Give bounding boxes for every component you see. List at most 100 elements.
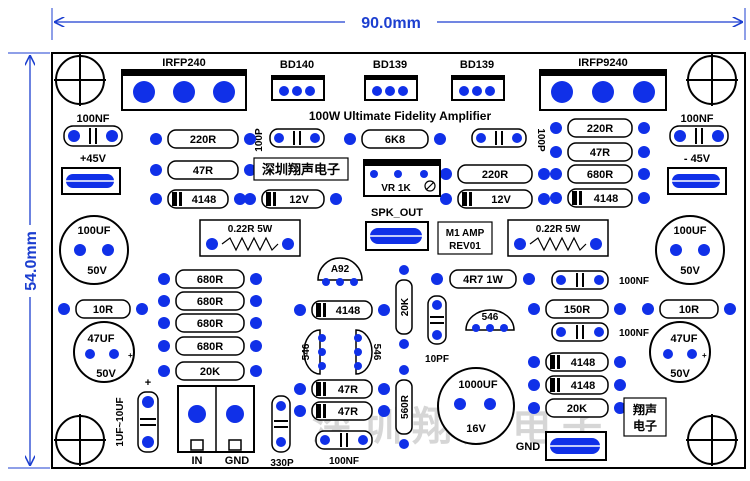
component-body xyxy=(567,188,633,208)
pad xyxy=(614,356,626,368)
component-label: 4148 xyxy=(336,305,360,317)
resistor-9: 680R xyxy=(550,164,650,184)
resistor-13: 680R xyxy=(158,313,262,333)
pad xyxy=(528,379,540,391)
t546-mid: 546 xyxy=(354,329,382,375)
pad xyxy=(158,295,170,307)
component-label: 4148 xyxy=(192,194,216,206)
cap-100nf-right-label: 100NF xyxy=(680,113,713,125)
diode-23: 47R xyxy=(294,379,390,399)
component-body xyxy=(545,299,609,319)
pad xyxy=(440,168,452,180)
r-560r-vertical: 560R xyxy=(395,365,413,449)
pad xyxy=(550,168,562,180)
label-100p-left: 100P xyxy=(254,128,265,152)
component-label: 680R xyxy=(197,296,223,308)
pad xyxy=(150,164,162,176)
r-560r-vertical-label: 560R xyxy=(400,394,411,419)
svg-text:+: + xyxy=(128,351,133,360)
pad xyxy=(250,295,262,307)
cap-1000uf-value: 1000UF xyxy=(458,379,497,391)
cap-100nf-mid2-label: 100NF xyxy=(619,328,649,339)
right-supply: 100NF - 45V xyxy=(667,113,729,195)
bd139-a-label: BD139 xyxy=(373,59,407,71)
pad xyxy=(538,193,550,205)
diode-3: 12V xyxy=(244,189,342,209)
spk-out: SPK_OUT xyxy=(365,207,429,251)
component-body xyxy=(175,291,245,311)
pad xyxy=(614,303,626,315)
component-body xyxy=(175,361,245,381)
cathode-band xyxy=(179,192,182,206)
component-body xyxy=(545,398,609,418)
cathode-band xyxy=(462,192,467,206)
cap-100nf-left-label: 100NF xyxy=(76,113,109,125)
component-body xyxy=(167,160,239,180)
brand-box: 深圳翔声电子 xyxy=(253,157,349,181)
diode-10: 4148 xyxy=(550,188,650,208)
pad xyxy=(550,122,562,134)
emitter-resistor-left: 0.22R 5W xyxy=(199,219,301,257)
pad xyxy=(378,304,390,316)
pad xyxy=(294,304,306,316)
emitter-left-label: 0.22R 5W xyxy=(228,224,273,235)
width-label: 90.0mm xyxy=(361,15,421,32)
cap-10pf: 10PF xyxy=(425,295,449,365)
a92-transistor: A92 xyxy=(317,257,363,286)
irfp9240-footprint: IRFP9240 xyxy=(539,57,667,111)
cap-100uf-left-volt: 50V xyxy=(87,265,107,277)
board-title: 100W Ultimate Fidelity Amplifier xyxy=(309,109,492,123)
irfp240-label: IRFP240 xyxy=(162,57,205,69)
cathode-band xyxy=(273,192,276,206)
component-label: 220R xyxy=(190,134,216,146)
component-label: 10R xyxy=(679,304,699,316)
spk-out-label: SPK_OUT xyxy=(371,207,423,219)
height-dimension: 54.0mm xyxy=(8,52,50,469)
pad xyxy=(136,303,148,315)
component-label: 4148 xyxy=(571,380,595,392)
bd140-footprint: BD140 xyxy=(271,59,325,101)
resistor-22: 20K xyxy=(528,398,626,418)
cap-100nf-mid: 100NF xyxy=(551,270,649,290)
m1-amp-box: M1 AMP REV01 xyxy=(437,221,493,255)
pad xyxy=(244,193,256,205)
component-label: 680R xyxy=(197,341,223,353)
pad xyxy=(614,402,626,414)
component-label: 20K xyxy=(567,403,587,415)
t546-left-label: 546 xyxy=(301,343,312,360)
pad xyxy=(550,192,562,204)
component-body xyxy=(567,142,633,162)
pad xyxy=(244,164,256,176)
cathode-band xyxy=(323,303,326,317)
left-supply: 100NF +45V xyxy=(61,113,123,195)
cathode-band xyxy=(550,378,555,392)
component-body xyxy=(545,352,609,372)
component-label: 6K8 xyxy=(385,134,405,146)
diode-20: 4148 xyxy=(528,352,626,372)
vr-1k: VR 1K xyxy=(363,159,441,197)
diode-24: 47R xyxy=(294,401,390,421)
pad xyxy=(158,273,170,285)
cap-47uf-right: 47UF 50V + xyxy=(649,321,711,383)
rev-label: REV01 xyxy=(449,241,481,252)
height-label: 54.0mm xyxy=(23,231,40,291)
pad xyxy=(158,340,170,352)
component-body xyxy=(175,269,245,289)
cap-100nf-mid-label: 100NF xyxy=(619,276,649,287)
cap-1000uf-volt: 16V xyxy=(466,423,486,435)
pad xyxy=(294,405,306,417)
cap-330p-label: 330P xyxy=(270,458,294,469)
cap-100uf-left-value: 100UF xyxy=(77,225,110,237)
brand-cn: 深圳翔声电子 xyxy=(262,162,340,177)
pad xyxy=(378,383,390,395)
cathode-band xyxy=(572,191,577,205)
component-body xyxy=(75,299,131,319)
component-body xyxy=(311,379,373,399)
cap-47uf-right-volt: 50V xyxy=(670,368,690,380)
component-label: 47R xyxy=(338,384,358,396)
pad xyxy=(250,365,262,377)
cathode-band xyxy=(316,303,321,317)
cathode-band xyxy=(557,378,560,392)
minus45v-label: - 45V xyxy=(684,153,711,165)
pad xyxy=(150,133,162,145)
